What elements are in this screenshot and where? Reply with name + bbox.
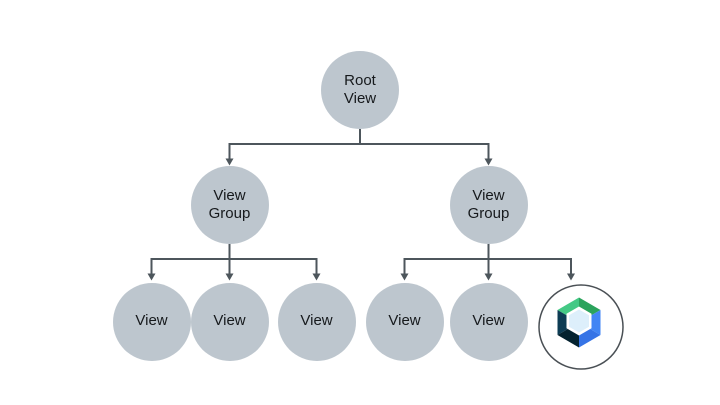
node-label: View Group: [468, 187, 510, 224]
node-view-3: View: [277, 282, 356, 361]
node-label: View Group: [209, 187, 251, 224]
node-label: View: [213, 312, 245, 331]
arrowhead: [400, 273, 409, 281]
arrowhead: [312, 273, 321, 281]
node-view-2: View: [190, 282, 269, 361]
connector-right-group-to-leaves: [403, 244, 572, 275]
jetpack-compose-icon: [537, 284, 624, 370]
node-label-line: Group: [467, 205, 510, 222]
node-compose: [537, 284, 624, 370]
node-label-line: View: [213, 312, 246, 330]
node-view-5: View: [449, 282, 528, 361]
node-label-line: View: [472, 186, 505, 204]
node-view-group-left: View Group: [190, 166, 269, 244]
connector-root-to-groups: [228, 129, 490, 160]
arrowhead: [567, 273, 575, 281]
node-label: View: [300, 312, 332, 331]
node-view-4: View: [365, 282, 444, 361]
node-label-line: View: [343, 90, 377, 107]
node-label-line: View: [472, 312, 505, 330]
arrowhead: [484, 273, 493, 281]
node-label: View: [388, 312, 420, 331]
node-label: View: [135, 312, 167, 331]
node-root-view: Root View: [321, 51, 399, 129]
node-label-line: Root: [344, 71, 376, 89]
node-view-group-right: View Group: [449, 166, 528, 244]
arrowhead: [225, 158, 234, 166]
node-label-line: View: [213, 186, 246, 204]
connector-left-group-to-views: [150, 244, 318, 275]
node-label-line: View: [135, 312, 168, 330]
arrowhead: [484, 158, 493, 166]
arrowhead: [225, 273, 234, 281]
node-label-line: View: [388, 312, 421, 330]
node-label-line: Group: [208, 205, 251, 222]
arrowhead: [147, 273, 156, 281]
node-view-1: View: [112, 282, 191, 361]
node-label: View: [472, 312, 504, 331]
node-label-line: View: [300, 312, 333, 330]
node-label: Root View: [344, 72, 376, 109]
